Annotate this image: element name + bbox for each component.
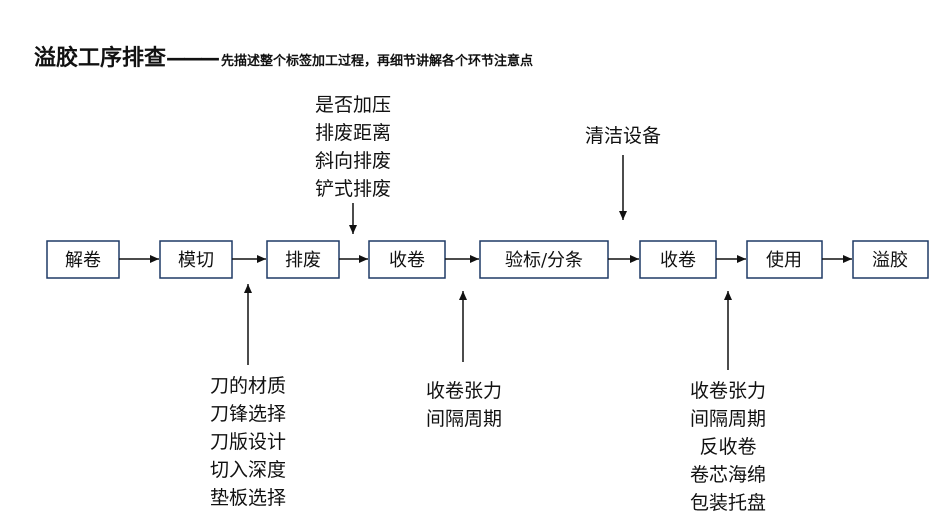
note-line: 是否加压 [314, 94, 391, 116]
note-line: 间隔周期 [689, 408, 766, 430]
step-label-paifei: 排废 [285, 250, 321, 271]
note-above-shoujuan-2: 清洁设备 [573, 122, 673, 150]
step-box-shoujuan-2: 收卷 [639, 240, 717, 279]
note-line: 间隔周期 [425, 408, 502, 430]
step-label-shoujuan-1: 收卷 [389, 250, 425, 271]
step-box-yanbiao-fentiao: 验标/分条 [479, 240, 609, 279]
page-title: 溢胶工序排查———先描述整个标签加工过程，再细节讲解各个环节注意点 [34, 40, 533, 72]
step-label-yanbiao-fentiao: 验标/分条 [505, 250, 583, 271]
note-line: 铲式排废 [314, 178, 391, 200]
step-box-shoujuan-1: 收卷 [368, 240, 446, 279]
note-below-moqie: 刀的材质 刀锋选择 刀版设计 切入深度 垫板选择 [198, 372, 298, 512]
note-above-paifei: 是否加压 排废距离 斜向排废 铲式排废 [303, 91, 403, 203]
step-label-shiyong: 使用 [766, 250, 802, 271]
step-label-moqie: 模切 [178, 250, 214, 271]
title-main: 溢胶工序排查 [34, 46, 167, 71]
note-line: 收卷张力 [689, 380, 766, 402]
note-line: 反收卷 [699, 436, 757, 458]
step-box-moqie: 模切 [159, 240, 233, 279]
note-line: 清洁设备 [584, 125, 661, 147]
note-line: 排废距离 [314, 122, 391, 144]
note-line: 刀的材质 [209, 375, 286, 397]
step-label-yijiao: 溢胶 [872, 250, 908, 271]
title-dash: ——— [166, 46, 220, 70]
note-below-shoujuan-2: 收卷张力 间隔周期 反收卷 卷芯海绵 包装托盘 [678, 377, 778, 517]
note-line: 垫板选择 [209, 487, 286, 509]
note-below-shoujuan-1: 收卷张力 间隔周期 [414, 377, 514, 433]
note-line: 切入深度 [209, 459, 286, 481]
note-line: 刀锋选择 [209, 403, 286, 425]
note-line: 收卷张力 [425, 380, 502, 402]
title-subtitle: 先描述整个标签加工过程，再细节讲解各个环节注意点 [221, 54, 534, 69]
step-label-jiejuan: 解卷 [65, 250, 101, 271]
step-box-jiejuan: 解卷 [46, 240, 120, 279]
note-line: 卷芯海绵 [689, 464, 766, 486]
note-line: 斜向排废 [314, 150, 391, 172]
note-line: 刀版设计 [209, 431, 286, 453]
step-box-paifei: 排废 [266, 240, 340, 279]
step-box-shiyong: 使用 [746, 240, 823, 279]
note-line: 包装托盘 [689, 492, 766, 514]
step-box-yijiao: 溢胶 [852, 240, 929, 279]
step-label-shoujuan-2: 收卷 [660, 250, 696, 271]
